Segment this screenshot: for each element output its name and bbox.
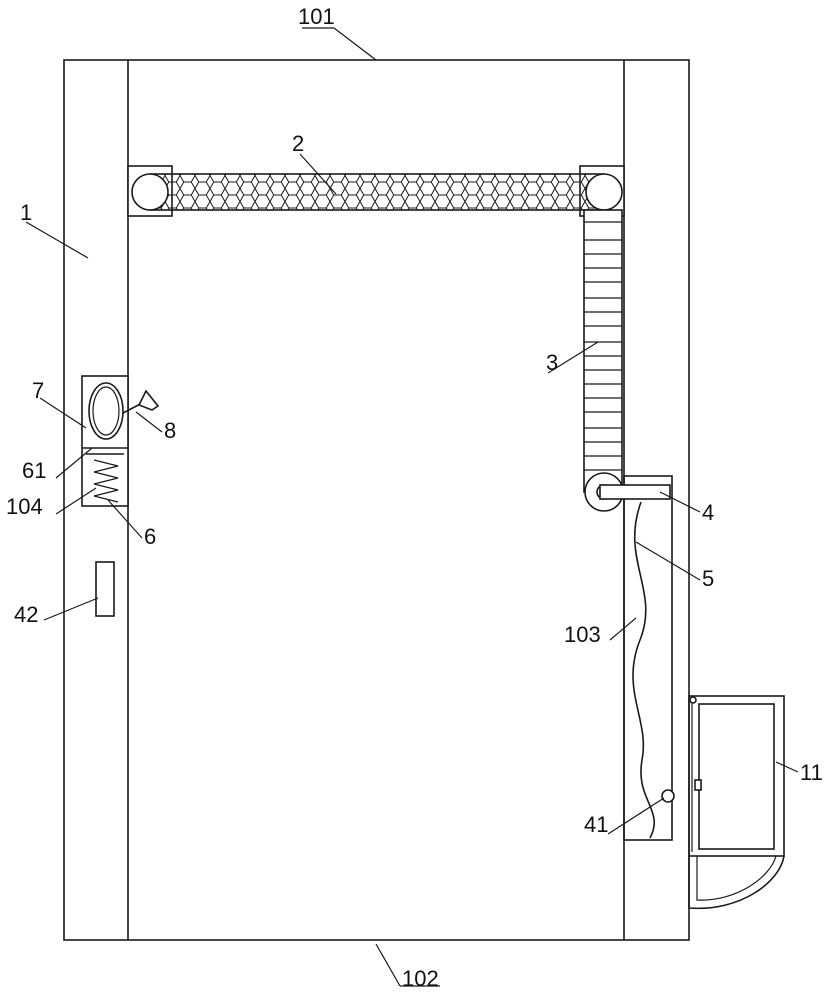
conveyor-belt <box>127 165 625 217</box>
label-1: 1 <box>20 200 32 225</box>
chamber-103 <box>623 475 675 841</box>
label-102: 102 <box>402 966 439 991</box>
label-101: 101 <box>298 4 335 29</box>
leader-lines <box>25 27 799 987</box>
vertical-chain <box>583 209 623 493</box>
label-11: 11 <box>800 760 823 785</box>
label-3: 3 <box>546 350 558 375</box>
label-8: 8 <box>164 418 176 443</box>
label-42: 42 <box>14 602 38 627</box>
label-104: 104 <box>6 494 43 519</box>
label-4: 4 <box>702 500 714 525</box>
box-11 <box>688 695 785 910</box>
label-103: 103 <box>564 622 601 647</box>
label-7: 7 <box>32 378 44 403</box>
left-mechanism <box>81 375 160 507</box>
label-41: 41 <box>584 812 608 837</box>
label-61: 61 <box>22 458 46 483</box>
plate-42 <box>95 561 115 617</box>
label-2: 2 <box>292 131 304 156</box>
wheel-rod-4 <box>584 472 671 512</box>
label-6: 6 <box>144 524 156 549</box>
label-5: 5 <box>702 566 714 591</box>
